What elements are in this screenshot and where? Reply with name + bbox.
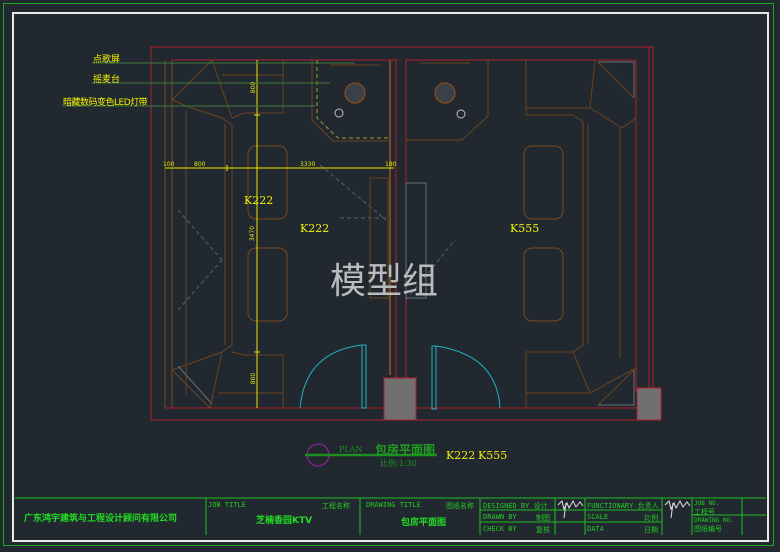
room-left: [164, 59, 398, 409]
speaker-icon: [344, 82, 366, 104]
job-no-cn: 工程号: [694, 508, 715, 516]
dim-vertical: 800: [250, 372, 258, 385]
callout-label: 点歌屏: [93, 55, 121, 65]
microphone-icon-right: [456, 109, 466, 119]
dimension-lines: [165, 60, 394, 408]
dim-horizontal: 180: [385, 161, 397, 168]
job-title-label: JOB TITLE: [208, 501, 246, 509]
functionary-label: FUNCTIONARY 负责人: [587, 502, 659, 510]
plan-room-k555: K555: [478, 449, 508, 462]
scale-cn: 比例: [644, 514, 658, 522]
company-name: 广东鸿宇建筑与工程设计顾问有限公司: [24, 514, 178, 524]
check-by-cn: 复核: [536, 526, 550, 534]
callout-leaders: [62, 62, 355, 107]
plan-title: 包房平面图: [375, 443, 436, 457]
job-title-cn: 工程名称: [322, 502, 350, 510]
watermark: 模型组: [330, 261, 439, 302]
plan-scale: 比例:1:30: [380, 459, 417, 468]
dim-horizontal: 100: [163, 161, 175, 168]
microphone-icon: [334, 108, 344, 118]
job-no-label: JOB NO.: [694, 500, 720, 507]
job-title-value: 芝楠香园KTV: [256, 516, 313, 526]
room-label-left-main: K222: [300, 222, 330, 235]
check-by-label: CHECK BY: [483, 525, 517, 533]
date-label: DATA: [587, 525, 604, 533]
drawing-title-label: DRAWING TITLE: [366, 501, 421, 509]
room-label-right-main: K555: [510, 222, 540, 235]
drawn-by-cn: 制图: [536, 514, 550, 522]
room-label-left-inner: K222: [244, 194, 274, 207]
drawing-title-cn: 图纸名称: [446, 502, 474, 510]
callout-label: 摇麦台: [93, 75, 121, 85]
dim-horizontal: 800: [194, 161, 206, 168]
drawing-title-value: 包房平面图: [401, 518, 447, 528]
callout-label: 暗藏数码变色LED灯带: [63, 98, 148, 108]
scale-label: SCALE: [587, 513, 609, 521]
drawing-no-cn: 图纸编号: [694, 525, 722, 533]
plan-room-k222: K222: [446, 449, 476, 462]
column-center: [383, 377, 417, 421]
dim-horizontal: 3330: [300, 161, 316, 168]
door-left: [299, 344, 367, 409]
dim-vertical: 800: [250, 81, 258, 94]
door-right: [431, 345, 501, 410]
column-right: [636, 387, 662, 421]
inner-frame: [12, 12, 769, 542]
plan-tag: PLAN: [339, 445, 363, 454]
room-right: [405, 47, 650, 409]
dim-vertical: 3470: [249, 225, 257, 242]
speaker-icon-right: [434, 82, 456, 104]
outer-frame: [3, 3, 774, 546]
drawing-no-label: DRAWING NO.: [694, 517, 734, 524]
designed-by-label: DESIGNED BY 设计: [483, 502, 548, 510]
date-cn: 日期: [644, 526, 658, 534]
drawn-by-label: DRAWN BY: [483, 513, 517, 521]
